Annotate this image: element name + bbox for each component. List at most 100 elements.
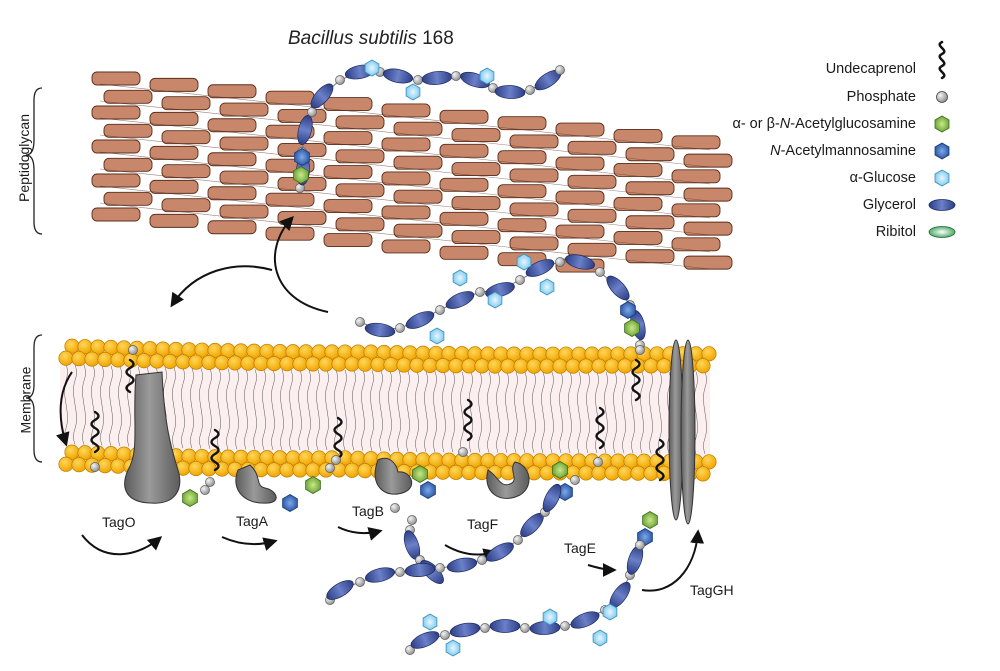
glcnac — [293, 166, 309, 184]
lipid-tail — [406, 411, 410, 452]
peptidoglycan-strand — [671, 237, 721, 252]
lipid-head — [383, 357, 399, 373]
enzyme-tagf — [486, 461, 530, 499]
phosphate — [593, 457, 603, 467]
peptidoglycan-strand — [683, 255, 733, 270]
peptidoglycan-strand — [683, 221, 733, 236]
glycerol — [365, 567, 395, 583]
tagf-arrow — [444, 544, 498, 562]
lipid-tail — [523, 412, 527, 453]
peptidoglycan-strand — [671, 203, 721, 218]
lipid-head — [578, 465, 594, 481]
lipid-tail — [379, 410, 383, 452]
phosphate — [458, 447, 468, 457]
label-tagb: TagB — [352, 503, 384, 519]
phosphate — [435, 563, 445, 573]
lipid-tail — [514, 372, 518, 413]
lipid-tail — [550, 372, 554, 413]
lipid-tail — [235, 409, 239, 450]
mannac-icon — [926, 140, 958, 162]
lipid-tail — [208, 408, 212, 449]
lipid-tail — [577, 372, 581, 413]
glycerol — [404, 563, 436, 577]
lipid-tail — [604, 412, 608, 454]
glycerol — [449, 622, 481, 638]
lipid-tail — [433, 371, 437, 412]
crosslink — [99, 168, 711, 236]
crosslink — [99, 117, 711, 185]
legend-label: Undecaprenol — [825, 61, 916, 77]
glcnac — [642, 511, 658, 529]
lipid-tail — [343, 409, 347, 451]
lipid-head — [656, 358, 672, 374]
lipid-head — [591, 465, 607, 481]
lipid-head — [344, 356, 360, 372]
tagb-arrow — [337, 526, 383, 541]
peptidoglycan-bracket — [25, 87, 43, 235]
glycerol — [529, 621, 561, 635]
lipid-tail — [532, 372, 536, 413]
glycerol — [445, 291, 475, 309]
phosphate — [560, 621, 570, 631]
phosphate — [515, 275, 525, 285]
strain-name: 168 — [422, 28, 454, 49]
peptidoglycan-strand — [335, 149, 385, 164]
lipid-tail — [604, 371, 608, 413]
lipid-tail — [595, 371, 599, 413]
phosphate — [325, 463, 335, 473]
phosphate — [570, 475, 580, 485]
glucose — [539, 278, 555, 296]
glucose — [592, 629, 608, 647]
transfer-arrow — [170, 265, 273, 308]
lipid-head — [71, 351, 87, 367]
lipid-tail — [226, 368, 230, 410]
lipid-tail — [451, 371, 455, 413]
lipid-tail — [550, 412, 554, 453]
glucose — [364, 59, 380, 77]
glycerol — [489, 619, 521, 633]
glycerol — [570, 611, 600, 629]
lipid-tail — [73, 364, 77, 405]
lipid-head — [58, 350, 74, 366]
glucose — [445, 639, 461, 657]
lipid-tail — [505, 371, 509, 413]
lipid-tail — [640, 412, 644, 454]
phosphate — [395, 567, 405, 577]
peptidoglycan-strand — [207, 186, 257, 201]
glycerol — [542, 483, 562, 513]
lipid-tail — [181, 407, 185, 449]
lipid-head — [396, 357, 412, 373]
lipid-tail — [100, 405, 104, 446]
phosphate — [90, 462, 100, 472]
glycerol — [421, 70, 453, 86]
lipid-tail — [82, 364, 86, 405]
lipid-tail — [613, 371, 617, 413]
lipid-tail — [289, 409, 293, 451]
lipid-head — [643, 358, 659, 374]
glucose — [405, 83, 421, 101]
lipid-head — [188, 354, 204, 370]
peptidoglycan-strand — [219, 136, 269, 151]
lipid-tail — [262, 369, 266, 410]
glycerol — [565, 254, 595, 270]
peptidoglycan-strand — [277, 211, 327, 225]
lipid-head — [201, 461, 217, 477]
lipid-head — [240, 355, 256, 371]
lipid-tail — [541, 372, 545, 413]
lipid-head — [513, 358, 529, 374]
lipid-tail — [424, 411, 428, 453]
peptidoglycan-strand — [207, 220, 257, 235]
lipid-head — [701, 346, 717, 362]
peptidoglycan-strand — [219, 102, 269, 117]
lipid-head — [474, 358, 490, 374]
lipid-head — [435, 358, 451, 374]
mannac — [420, 481, 436, 499]
glycerol — [486, 542, 514, 562]
legend-label: Ribitol — [875, 224, 916, 240]
lipid-tail — [496, 412, 500, 453]
legend-ribitol: Ribitol — [876, 221, 958, 243]
lipid-tail — [577, 412, 581, 454]
peptidoglycan-strand — [103, 123, 153, 138]
membrane-label: Membrane — [17, 366, 34, 434]
